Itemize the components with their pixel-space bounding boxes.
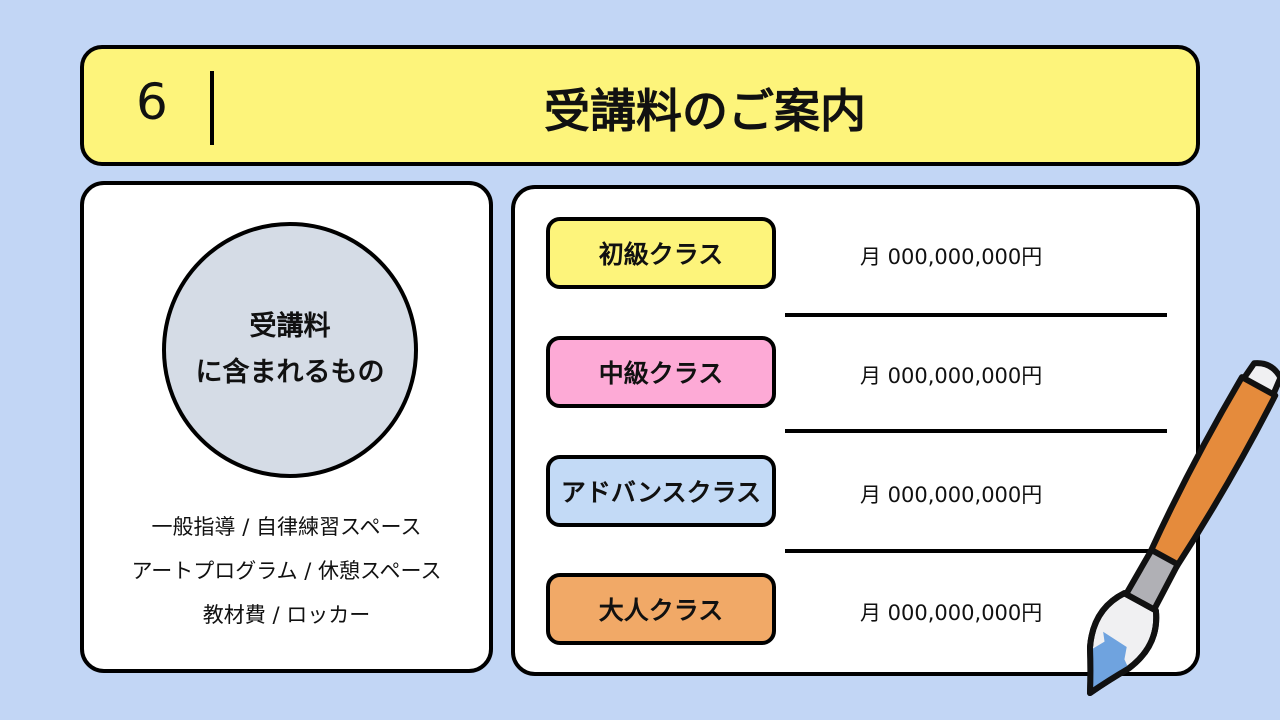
section-number: 6: [136, 73, 168, 131]
class-price: 月 000,000,000円: [860, 601, 1043, 625]
title-banner: 6 受講料のご案内: [80, 45, 1200, 166]
included-list: 一般指導 / 自律練習スペース アートプログラム / 休憩スペース 教材費 / …: [84, 505, 489, 637]
row-divider: [785, 429, 1167, 433]
page-title: 受講料のご案内: [544, 84, 866, 138]
class-label-adult: 大人クラス: [546, 573, 776, 645]
included-heading-circle: 受講料 に含まれるもの: [162, 222, 418, 478]
included-item: 教材費 / ロッカー: [202, 603, 371, 627]
class-label-intermediate: 中級クラス: [546, 336, 776, 408]
class-price: 月 000,000,000円: [860, 245, 1043, 269]
divider: [210, 71, 214, 145]
included-heading-line2: に含まれるもの: [195, 357, 385, 388]
included-item: 一般指導 / 自律練習スペース: [151, 515, 422, 539]
row-divider: [785, 549, 1167, 553]
class-label-advanced: アドバンスクラス: [546, 455, 776, 527]
class-price: 月 000,000,000円: [860, 483, 1043, 507]
included-heading-line1: 受講料: [249, 311, 331, 342]
brush-handle: [1147, 374, 1279, 571]
included-item: アートプログラム / 休憩スペース: [131, 559, 442, 583]
class-label-beginner: 初級クラス: [546, 217, 776, 289]
row-divider: [785, 313, 1167, 317]
included-panel: 受講料 に含まれるもの 一般指導 / 自律練習スペース アートプログラム / 休…: [80, 181, 493, 673]
class-price: 月 000,000,000円: [860, 364, 1043, 388]
brush-cap: [1239, 360, 1280, 400]
price-panel: 初級クラス 月 000,000,000円 中級クラス 月 000,000,000…: [511, 185, 1200, 676]
